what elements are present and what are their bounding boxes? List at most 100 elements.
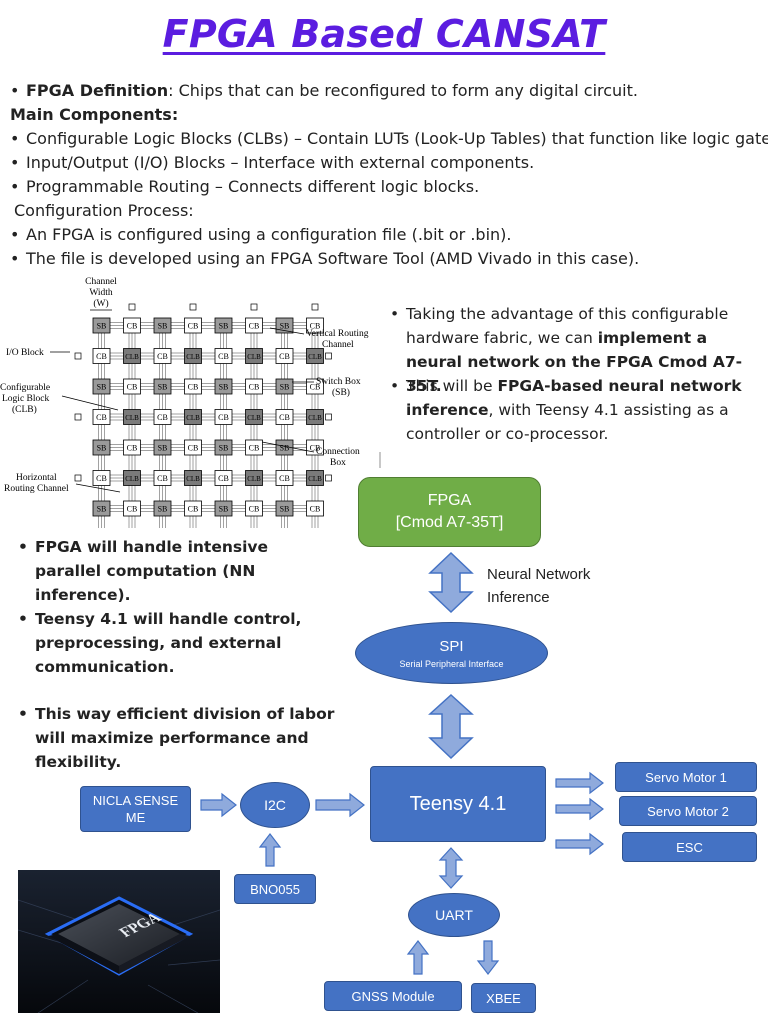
fabric-block-label: CB <box>157 413 168 422</box>
fabric-block <box>275 409 294 425</box>
fabric-block-label: CB <box>279 413 290 422</box>
xbee-block: XBEE <box>471 983 536 1013</box>
left-point-3: •This way efficient division of labor wi… <box>18 702 338 774</box>
fabric-block-label: SB <box>280 444 290 453</box>
fabric-block <box>245 470 263 486</box>
gnss-block: GNSS Module <box>324 981 462 1011</box>
fabric-block <box>92 409 111 425</box>
fabric-grid: SB CB SB CB SB CB SB CB CB CLB CB CLB CB CLB CB CLB SB CB… <box>74 303 332 528</box>
spi-block: SPI Serial Peripheral Interface <box>355 622 548 684</box>
fabric-block-label: SB <box>219 383 229 392</box>
fabric-block <box>275 470 294 486</box>
fabric-block <box>275 439 294 456</box>
fabric-block-label: CB <box>96 474 107 483</box>
fabric-block-label: CLB <box>247 414 261 422</box>
fabric-block-label: CB <box>188 322 199 331</box>
fabric-block <box>123 317 141 334</box>
fabric-block-label: SB <box>97 383 107 392</box>
fabric-block <box>245 378 263 395</box>
right-point-bold: FPGA-based neural network inference <box>406 377 742 419</box>
chip-side <box>119 934 190 974</box>
io-pad <box>250 303 258 311</box>
right-point-1: • Taking the advantage of this configura… <box>390 305 743 395</box>
fabric-block <box>214 409 233 425</box>
double-arrow-icon <box>438 847 464 889</box>
fabric-block <box>123 409 141 425</box>
channel-width-label: Width <box>89 288 113 298</box>
component-item: Programmable Routing – Connects differen… <box>10 176 479 198</box>
right-arrow-icon <box>200 792 237 818</box>
definition-text: : Chips that can be reconfigured to form… <box>168 81 638 100</box>
left-point-2: •Teensy 4.1 will handle control, preproc… <box>18 607 338 679</box>
fabric-block-label: CLB <box>308 414 322 422</box>
fabric-block-label: CB <box>310 444 321 453</box>
fabric-block-label: CB <box>249 322 260 331</box>
right-arrow-icon <box>315 792 365 818</box>
io-pad <box>128 303 136 311</box>
fabric-block <box>123 348 141 364</box>
nn-label-line: Neural Network <box>487 566 591 583</box>
fabric-block-label: CB <box>249 505 260 514</box>
vertical-channel-label: Channel <box>322 340 354 350</box>
fabric-block <box>153 348 172 364</box>
fabric-block-label: CLB <box>247 475 261 483</box>
fabric-block-label: CLB <box>186 475 200 483</box>
fabric-block-label: SB <box>219 444 229 453</box>
double-arrow-icon <box>428 551 474 614</box>
fabric-block-label: CB <box>218 413 229 422</box>
fabric-block <box>123 470 141 486</box>
io-pad <box>74 474 82 482</box>
left-point-text: FPGA will handle intensive parallel comp… <box>35 538 269 604</box>
fabric-block-label: SB <box>280 505 290 514</box>
definition-line: FPGA Definition: Chips that can be recon… <box>10 80 638 102</box>
fabric-block-label: CLB <box>247 353 261 361</box>
component-item: Input/Output (I/O) Blocks – Interface wi… <box>10 152 534 174</box>
fabric-block <box>153 439 172 456</box>
fpga-fabric-diagram: SB CB SB CB SB CB SB CB CB CLB CB CLB CB CLB CB CLB SB CB… <box>0 277 381 528</box>
right-point-text: This will be <box>406 377 498 395</box>
fabric-block-label: CB <box>127 505 138 514</box>
config-text: An FPGA is configured using a configurat… <box>26 225 512 244</box>
right-point-text: , with Teensy 4.1 assisting as a control… <box>406 401 729 443</box>
io-pad <box>325 352 332 360</box>
double-arrow-icon <box>428 693 474 760</box>
fabric-block-label: CB <box>249 444 260 453</box>
nn-inference-label: Neural Network Inference <box>487 563 590 609</box>
fabric-block-label: CB <box>310 322 321 331</box>
switch-box-label: (SB) <box>332 387 350 398</box>
esc-block: ESC <box>622 832 757 862</box>
config-item: An FPGA is configured using a configurat… <box>10 224 512 246</box>
fabric-block <box>92 317 111 334</box>
fpga-block-model: [Cmod A7-35T] <box>395 514 504 531</box>
fabric-block <box>214 378 233 395</box>
config-text: The file is developed using an FPGA Soft… <box>26 249 640 268</box>
fabric-block <box>184 470 202 486</box>
config-item: The file is developed using an FPGA Soft… <box>10 248 639 270</box>
fabric-block-label: CB <box>127 383 138 392</box>
fabric-block <box>92 470 111 486</box>
fabric-block <box>184 500 202 517</box>
bno055-block: BNO055 <box>234 874 316 904</box>
fabric-block <box>275 317 294 334</box>
fabric-block <box>275 348 294 364</box>
fabric-block-label: CLB <box>125 353 139 361</box>
fabric-block-label: CB <box>249 383 260 392</box>
servo2-block: Servo Motor 2 <box>619 796 757 826</box>
fabric-block-label: CB <box>188 383 199 392</box>
channel-width-label: Channel <box>85 277 117 287</box>
i2c-block: I2C <box>240 782 310 828</box>
fabric-block <box>184 439 202 456</box>
fabric-block <box>245 500 263 517</box>
fabric-block <box>123 439 141 456</box>
component-text: Input/Output (I/O) Blocks – Interface wi… <box>26 153 535 172</box>
config-heading: Configuration Process: <box>14 201 194 220</box>
io-pad <box>311 303 319 311</box>
io-pad <box>189 303 197 311</box>
fabric-block-label: SB <box>158 383 168 392</box>
fabric-block <box>275 378 294 395</box>
connection-box-label: Box <box>330 458 346 468</box>
fabric-block <box>214 317 233 334</box>
fabric-block-label: CB <box>310 505 321 514</box>
